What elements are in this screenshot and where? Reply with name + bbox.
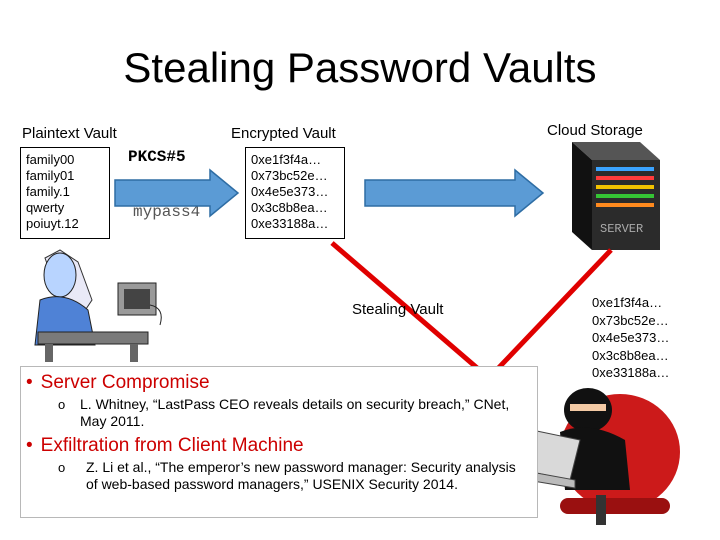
stolen-entry: 0xe33188a… <box>592 365 670 380</box>
encrypted-vault-box: 0xe1f3f4a… 0x73bc52e… 0x4e5e373… 0x3c8b8… <box>245 147 345 239</box>
plaintext-entry: family.1 <box>26 184 70 199</box>
encrypted-entry: 0xe1f3f4a… <box>251 152 322 167</box>
sub-bullet-marker: o <box>58 460 66 475</box>
master-password: mypass4 <box>133 203 201 221</box>
bullet-client-exfiltration: • Exfiltration from Client Machine <box>26 435 304 457</box>
encrypt-arrow-icon <box>114 168 240 218</box>
citation-lastpass: L. Whitney, “LastPass CEO reveals detail… <box>80 396 510 429</box>
bullet-text: Exfiltration from Client Machine <box>40 435 304 456</box>
bullet-text: Server Compromise <box>40 372 210 393</box>
stealing-vault-label: Stealing Vault <box>352 301 444 318</box>
bullet-marker: • <box>26 372 33 393</box>
user-at-computer-icon <box>34 249 162 362</box>
bullet-marker: • <box>26 435 33 456</box>
server-icon: SERVER <box>572 142 660 250</box>
plaintext-entry: poiuyt.12 <box>26 216 79 231</box>
server-text: SERVER <box>600 222 643 236</box>
citation-emperor: Z. Li et al., “The emperor’s new passwor… <box>86 459 516 492</box>
bullets-panel <box>20 366 538 518</box>
encrypted-entry: 0x73bc52e… <box>251 168 328 183</box>
stolen-entry: 0x73bc52e… <box>592 312 669 328</box>
plaintext-entry: family01 <box>26 168 75 183</box>
stolen-vault-list: 0xe1f3f4a… 0x73bc52e… 0x4e5e373… 0x3c8b8… <box>588 294 680 386</box>
pkcs-label: PKCS#5 <box>128 148 186 166</box>
slide-title: Stealing Password Vaults <box>123 44 597 91</box>
stolen-entry: 0xe1f3f4a… <box>592 295 663 310</box>
stolen-entry: 0x4e5e373… <box>592 330 670 345</box>
bullet-server-compromise: • Server Compromise <box>26 372 210 394</box>
sub-bullet-marker: o <box>58 397 66 412</box>
encrypted-entry: 0xe33188a… <box>251 216 329 231</box>
encrypted-entry: 0x4e5e373… <box>251 184 329 199</box>
plaintext-entry: qwerty <box>26 200 65 215</box>
cloud-storage-label: Cloud Storage <box>547 122 643 139</box>
hacker-icon <box>514 388 680 525</box>
encrypted-entry: 0x3c8b8ea… <box>251 200 328 215</box>
exfil-line <box>485 248 613 382</box>
plaintext-entry: family00 <box>26 152 75 167</box>
upload-arrow-icon <box>364 168 545 218</box>
stolen-entry: 0x3c8b8ea… <box>592 347 669 363</box>
plaintext-vault-box: family00 family01 family.1 qwerty poiuyt… <box>20 147 110 239</box>
plaintext-vault-label: Plaintext Vault <box>22 125 117 142</box>
encrypted-vault-label: Encrypted Vault <box>231 125 336 142</box>
